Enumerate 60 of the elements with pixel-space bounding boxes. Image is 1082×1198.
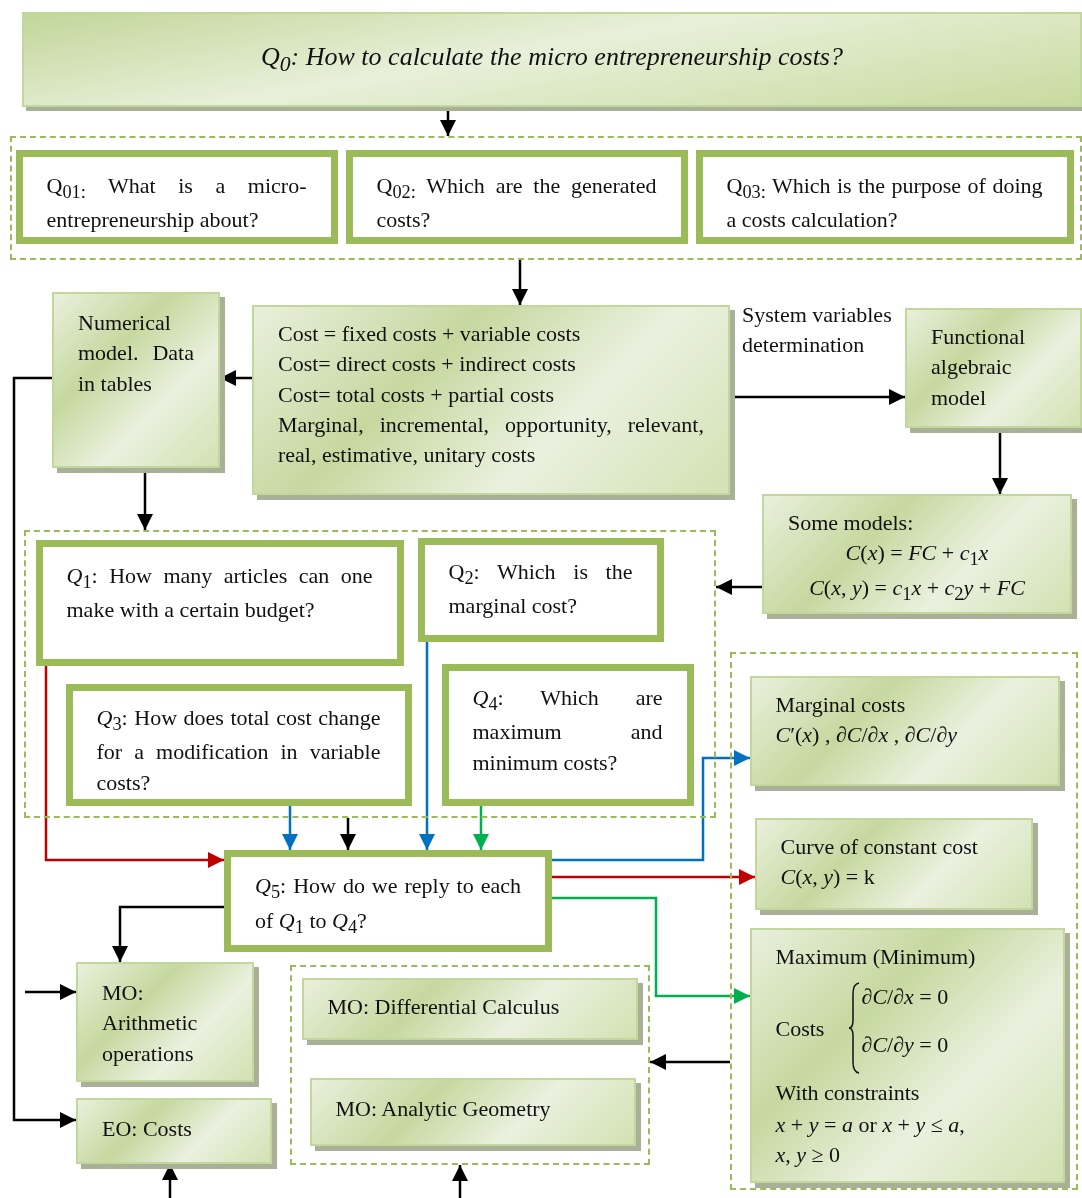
formula-text: x, y ≥ 0	[775, 1140, 841, 1169]
node-text: Q$_{0}$: How to calculate the micro entrepreneurship costs?	[261, 40, 843, 79]
formula-text: Costs	[775, 1014, 825, 1043]
node-text: Q$_{5}$: How do we reply to each of Q$_{1}$ to Q$_{4}$?	[255, 872, 521, 940]
node-text: MO: Arithmetic operations	[102, 979, 199, 1068]
question-box	[65, 683, 412, 806]
question-box	[417, 537, 664, 642]
arrow	[552, 869, 755, 885]
node-text: Q$_{3}$: How does total cost change for a modification in variable costs?	[96, 703, 381, 797]
formula-text: Maximum (Minimum)	[775, 942, 976, 971]
arrow	[452, 1165, 468, 1198]
node-text: Marginal, incremental, opportunity, relevant, real, estimative, unitary costs	[278, 411, 704, 470]
arrow	[512, 260, 528, 305]
question-box	[345, 149, 688, 244]
arrow	[340, 818, 356, 850]
node-text: Curve of constant cost	[780, 832, 979, 861]
question-box	[35, 539, 404, 666]
arrow	[44, 666, 224, 868]
node-text: Marginal costs	[775, 690, 907, 719]
node-text: Cost= total costs + partial costs	[278, 380, 555, 409]
node-text: Q$_{03:}$ Which is the purpose of doing a costs calculation?	[726, 171, 1043, 235]
dashed-group-frame	[24, 530, 716, 818]
arrow	[473, 806, 489, 850]
question-box	[15, 149, 338, 244]
arrow	[650, 1054, 730, 1070]
node-text: Q$_{2}$: Which is the marginal cost?	[448, 557, 633, 621]
node-text: Functional algebraic model	[931, 323, 1027, 412]
arrow	[12, 376, 76, 1128]
node-text: Q$_{02:}$ Which are the generated costs?	[376, 171, 657, 235]
node-text: MO: Differential Calculus	[327, 992, 561, 1021]
node-text: EO: Costs	[102, 1115, 193, 1143]
arrow	[112, 905, 224, 962]
arrow	[552, 750, 750, 862]
node-text: Cost = fixed costs + variable costs	[278, 320, 582, 348]
node-text: C(x, y) = c$_{1}$x + c$_{2}$y + FC	[808, 574, 1026, 607]
arrow	[716, 579, 762, 595]
question-box	[695, 149, 1074, 244]
node-text: Cost= direct costs + indirect costs	[278, 350, 577, 379]
formula-text: x + y = a or x + y ≤ a,	[775, 1110, 965, 1139]
node-text: C(x, y) = k	[780, 862, 876, 891]
arrow	[419, 642, 435, 850]
question-box	[224, 850, 552, 952]
arrow	[25, 984, 76, 1000]
node-text: Some models:	[788, 509, 915, 537]
node-text: Q$_{01:}$ What is a micro-entrepreneurship about?	[46, 171, 307, 235]
formula-text: ∂C/∂x = 0	[861, 982, 949, 1011]
arrow	[552, 896, 750, 1004]
node-text: Q$_{1}$: How many articles can one make with a certain budget?	[66, 561, 373, 625]
node-text: Numerical model. Data in tables	[78, 309, 194, 398]
dashed-group-frame	[10, 136, 1082, 260]
arrow	[282, 806, 298, 850]
question-box	[441, 663, 694, 806]
node-text: C(x) = FC + c$_{1}$x	[844, 539, 990, 572]
dashed-group-frame	[290, 965, 650, 1165]
node-text: MO: Analytic Geometry	[335, 1094, 552, 1123]
node-text: C′(x) , ∂C/∂x , ∂C/∂y	[775, 720, 959, 749]
dashed-group-frame	[730, 652, 1078, 1190]
formula-text: With constraints	[775, 1078, 920, 1107]
formula-text: ∂C/∂y = 0	[861, 1030, 949, 1059]
node-text: Q$_{4}$: Which are maximum and minimum costs?	[472, 683, 663, 777]
